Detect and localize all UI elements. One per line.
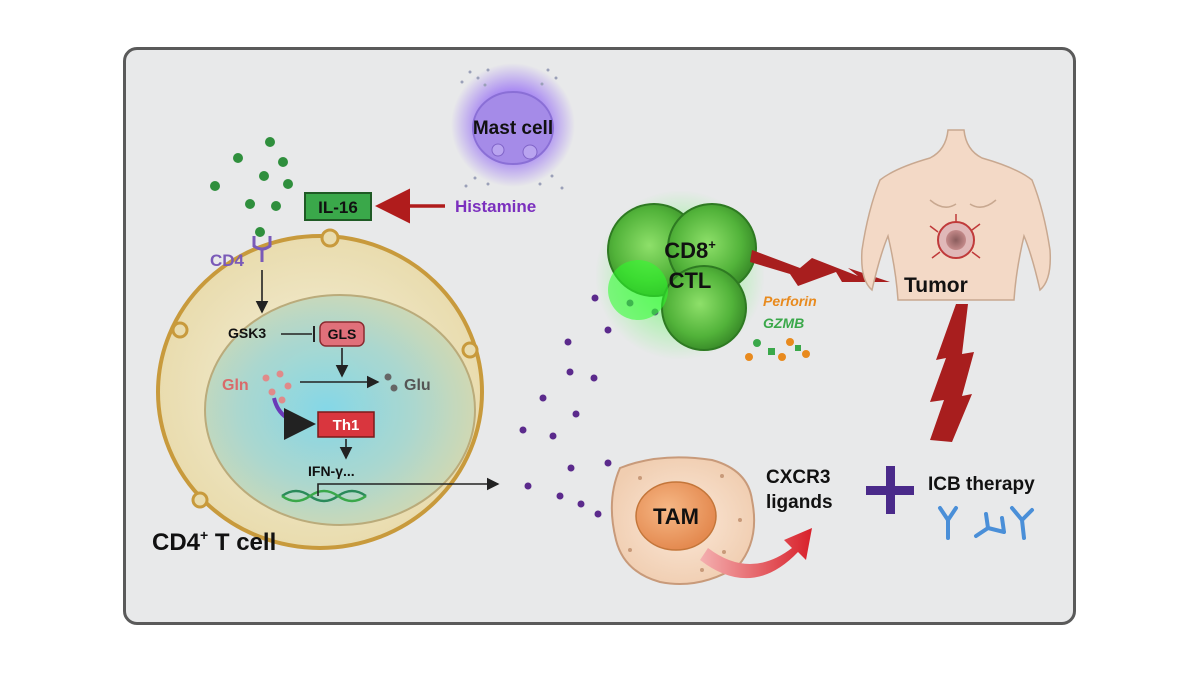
gsk3-label: GSK3 (228, 325, 266, 341)
ctl-attack-bolt (750, 250, 890, 286)
mast-cell-label: Mast cell (473, 118, 553, 139)
cd4-t-cell-label: CD4+ T cell (152, 527, 276, 556)
gln-molecules (262, 370, 292, 404)
perforin-label: Perforin (763, 293, 817, 309)
tam-cell (610, 456, 756, 585)
ctl-label: CTL (669, 268, 712, 293)
tumor-label: Tumor (904, 274, 968, 297)
gls-label: GLS (328, 326, 357, 342)
dna-icon (281, 489, 367, 503)
granule-molecules (745, 338, 810, 361)
gzmb-label: GZMB (763, 315, 804, 331)
icb-therapy-label: ICB therapy (928, 474, 1035, 495)
tumor-icon (929, 214, 981, 259)
gls-box (319, 321, 365, 347)
th1-box (317, 411, 375, 438)
cd4-t-cell (156, 228, 484, 550)
antibody-icons (938, 506, 1034, 540)
plus-icon (866, 466, 914, 514)
cxcr3-label-line1: CXCR3 (766, 467, 830, 488)
il16-molecules (210, 137, 293, 237)
glu-label: Glu (404, 377, 431, 394)
cd4-receptor-icon (252, 236, 272, 262)
cd8-ctl-cells (595, 190, 765, 360)
ifn-molecules (519, 294, 659, 518)
glu-molecules (384, 373, 398, 392)
cxcr3-label-line2: ligands (766, 492, 833, 513)
tam-label: TAM (653, 504, 699, 529)
mast-cell: Mast cell (451, 63, 575, 190)
cd8-label: CD8+ (664, 237, 716, 263)
il16-label: IL-16 (318, 198, 358, 217)
ifn-label: IFN-γ... (308, 463, 355, 479)
histamine-label: Histamine (455, 197, 536, 216)
th1-label: Th1 (333, 417, 360, 434)
gln-to-th1-arrow (272, 397, 316, 440)
icb-attack-bolt (930, 304, 974, 442)
transcription-arrow (317, 477, 500, 496)
cd4-receptor-label: CD4 (210, 251, 245, 270)
tam-secretion-arrow (700, 528, 812, 579)
gln-label: Gln (222, 377, 249, 394)
il16-box (304, 192, 372, 221)
